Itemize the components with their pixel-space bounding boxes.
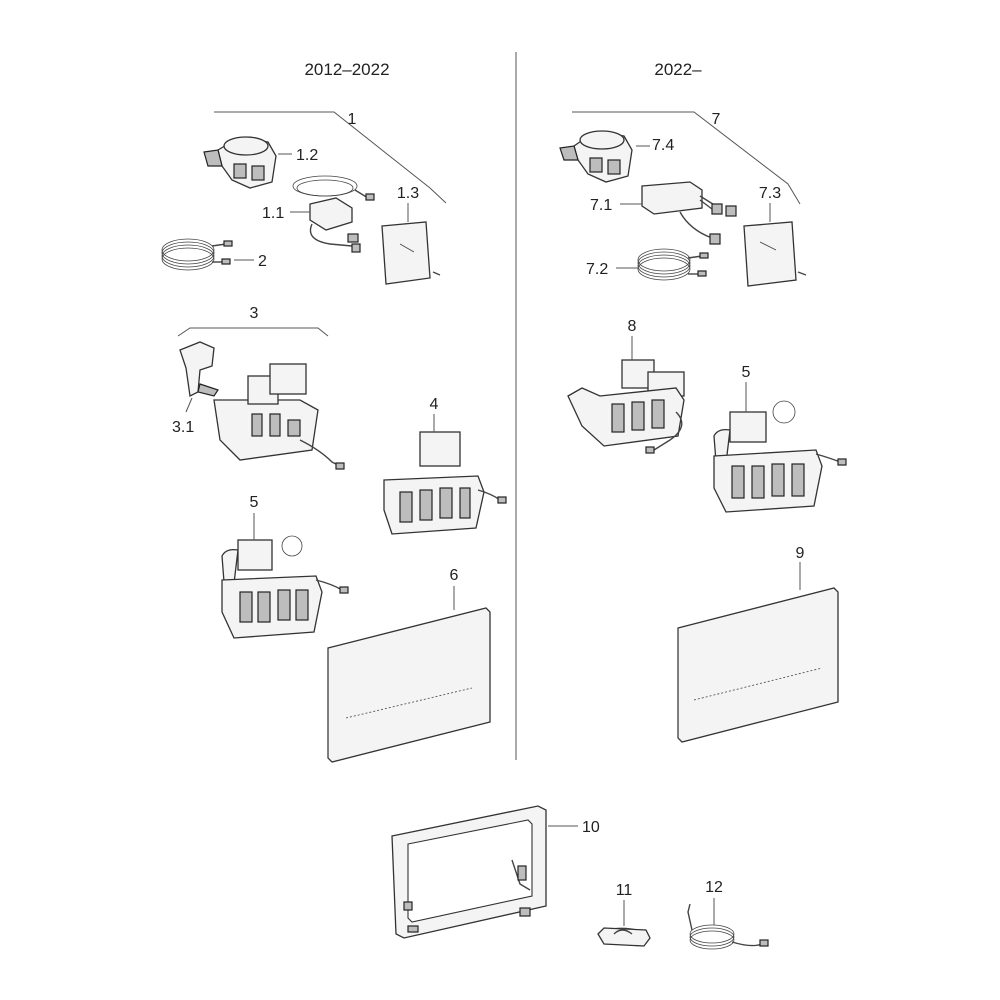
part-1-3-cover-plate <box>381 221 441 285</box>
part-4-actuator-unit <box>383 431 507 535</box>
part-7-1-power-supply <box>641 181 737 245</box>
label-5-left: 5 <box>250 494 259 511</box>
part-1-1-power-supply <box>292 175 375 253</box>
header-right: 2022– <box>654 60 702 79</box>
label-2: 2 <box>258 253 267 270</box>
group-3-bracket <box>177 327 329 337</box>
part-5-right-actuator <box>713 400 847 513</box>
part-3-actuator-module <box>213 363 345 470</box>
part-1-2-mounting-bracket <box>203 136 277 189</box>
label-7-1: 7.1 <box>590 197 612 214</box>
label-7-3: 7.3 <box>759 185 781 202</box>
header-left: 2012–2022 <box>304 60 389 79</box>
label-1-2: 1.2 <box>296 147 318 164</box>
label-10: 10 <box>582 819 600 836</box>
label-1: 1 <box>348 111 357 128</box>
label-11: 11 <box>616 882 633 899</box>
label-3: 3 <box>250 305 259 322</box>
part-7-4-mounting-bracket <box>559 130 633 183</box>
label-5-right: 5 <box>742 364 751 381</box>
group-1-bracket <box>214 111 447 204</box>
label-8: 8 <box>628 318 637 335</box>
label-6: 6 <box>450 567 459 584</box>
part-6-cover-plate <box>327 607 491 763</box>
label-9: 9 <box>796 545 805 562</box>
label-12: 12 <box>705 879 723 896</box>
part-7-2-coiled-cable <box>637 248 709 281</box>
part-8-actuator-module <box>567 359 685 454</box>
part-10-mounting-frame <box>391 805 547 939</box>
part-5-left-actuator <box>221 535 349 639</box>
label-1-1: 1.1 <box>262 205 284 222</box>
part-7-3-cover-plate <box>743 221 807 287</box>
label-1-3: 1.3 <box>397 185 419 202</box>
part-2-coiled-cable <box>161 238 233 271</box>
label-3-1: 3.1 <box>172 419 194 436</box>
part-11-clip-ring <box>597 927 651 947</box>
part-9-cover-plate <box>677 587 839 743</box>
label-7-2: 7.2 <box>586 261 608 278</box>
label-7-4: 7.4 <box>652 137 674 154</box>
label-4: 4 <box>430 396 439 413</box>
group-7-bracket <box>572 111 801 205</box>
label-7: 7 <box>712 111 721 128</box>
part-12-sensor-cable <box>687 903 769 950</box>
part-3-1-clip <box>179 341 219 397</box>
